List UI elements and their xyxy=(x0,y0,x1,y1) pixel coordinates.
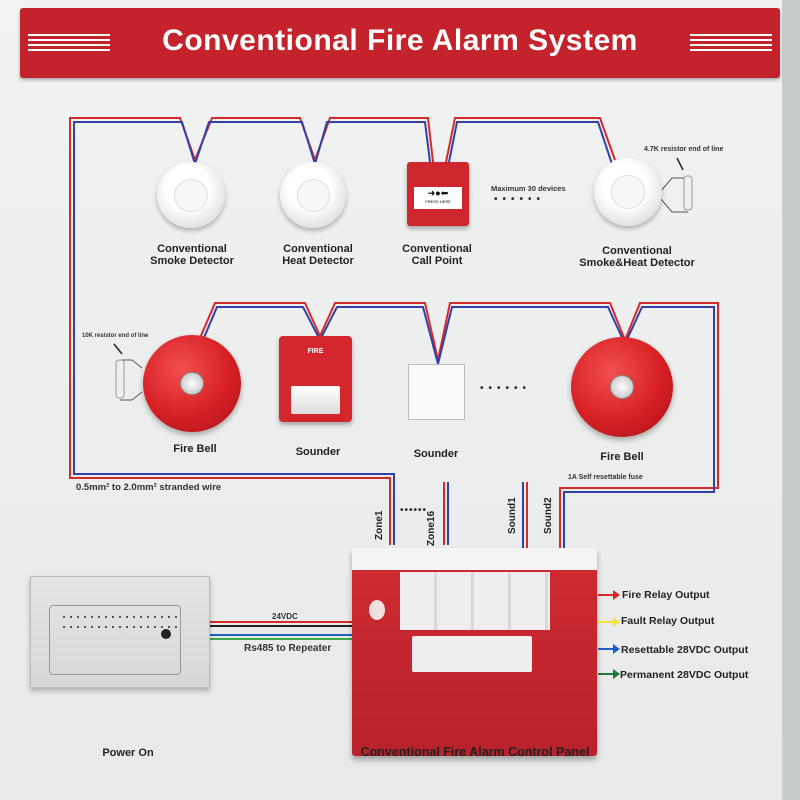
sounder-box xyxy=(408,364,465,420)
call-point-text: PRESS HERE xyxy=(425,199,451,204)
fuse-note: 1A Self resettable fuse xyxy=(568,474,643,481)
resettable-output-arrow-icon xyxy=(598,644,620,654)
panel-logo xyxy=(369,600,385,620)
resistor-10k-icon xyxy=(115,359,125,399)
sounder-box-label: Sounder xyxy=(413,448,459,460)
ellipsis-row2: •••••• xyxy=(480,383,532,394)
zone1-label: Zone1 xyxy=(374,510,385,540)
sounder-strobe: FIRE xyxy=(279,336,352,422)
strobe-lens xyxy=(291,386,340,414)
repeater-panel xyxy=(30,576,210,688)
zone-ellipsis: •••••• xyxy=(400,505,428,516)
resistor-47k-icon xyxy=(683,175,693,211)
banner-stripes-right xyxy=(690,34,772,52)
sounder-loop-blue-wire xyxy=(202,306,715,548)
smoke-detector xyxy=(157,162,225,228)
control-panel xyxy=(352,548,597,756)
fault-relay-output-label: Fault Relay Output xyxy=(621,615,715,627)
sounder-fire-text: FIRE xyxy=(307,348,324,355)
wire-spec-note: 0.5mm² to 2.0mm² stranded wire xyxy=(76,482,222,493)
max-devices-note: Maximum 30 devices xyxy=(491,184,566,193)
sounder-strobe-label: Sounder xyxy=(295,446,341,458)
power-on-label: Power On xyxy=(102,747,154,759)
power-24vdc-label: 24VDC xyxy=(272,612,298,621)
resettable-output-label: Resettable 28VDC Output xyxy=(621,644,749,656)
repeater-led-display xyxy=(49,605,181,675)
sounder-loop-red-wire xyxy=(199,302,719,548)
fire-bell-right-label: Fire Bell xyxy=(600,451,644,463)
fire-bell-left xyxy=(143,335,241,432)
resistor-10k-leads xyxy=(120,359,143,401)
sound1-label: Sound1 xyxy=(507,497,518,534)
permanent-output-arrow-icon xyxy=(598,669,620,679)
fire-relay-arrow-icon xyxy=(598,590,620,600)
detector-loop-blue-wire xyxy=(73,121,613,545)
banner-stripes-left xyxy=(28,34,110,52)
zone16-label: Zone16 xyxy=(426,510,437,546)
sound2-label: Sound2 xyxy=(543,497,554,534)
fault-relay-arrow-icon xyxy=(598,617,620,627)
smoke-heat-detector xyxy=(594,158,662,226)
permanent-output-label: Permanent 28VDC Output xyxy=(620,669,749,681)
board-edge xyxy=(782,0,800,800)
resistor-47k-note: 4.7K resistor end of line xyxy=(644,146,724,153)
resistor-47k-leads xyxy=(659,177,688,213)
fire-bell-right xyxy=(571,337,673,437)
resistor-10k-note: 10K resistor end of line xyxy=(82,333,149,339)
title-banner: Conventional Fire Alarm System xyxy=(20,8,780,78)
page-title: Conventional Fire Alarm System xyxy=(162,24,638,57)
repeater-button[interactable] xyxy=(161,629,171,639)
control-buttons-area[interactable] xyxy=(412,636,532,672)
zone-indicator-area xyxy=(400,572,550,630)
call-point: ➜●⬅PRESS HERE xyxy=(407,162,469,226)
panel-top xyxy=(352,548,597,570)
call-point-window: ➜●⬅PRESS HERE xyxy=(414,187,462,209)
ellipsis-row1: •••••• xyxy=(494,194,546,205)
fire-relay-output-label: Fire Relay Output xyxy=(622,589,710,601)
rs485-label: Rs485 to Repeater xyxy=(244,643,332,654)
heat-detector xyxy=(280,162,346,228)
control-panel-label: Conventional Fire Alarm Control Panel xyxy=(360,745,590,759)
fire-bell-left-label: Fire Bell xyxy=(173,443,217,455)
